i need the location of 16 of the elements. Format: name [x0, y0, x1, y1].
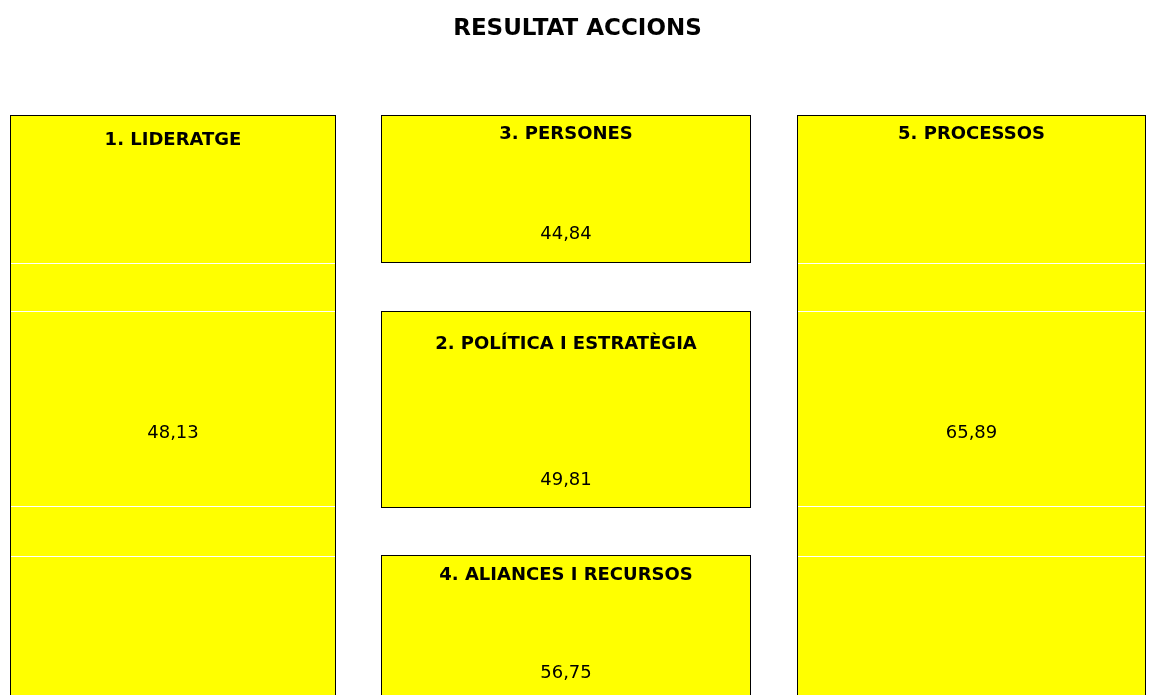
category-heading: 1. LIDERATGE — [103, 128, 243, 150]
score-value: 49,81 — [539, 468, 593, 489]
title: RESULTAT ACCIONS — [452, 14, 703, 40]
score-value: 44,84 — [539, 222, 593, 243]
category-box — [381, 115, 751, 263]
category-heading: 5. PROCESSOS — [897, 122, 1046, 144]
category-box — [381, 311, 751, 508]
category-box — [797, 115, 1146, 695]
score-value: 48,13 — [146, 421, 200, 442]
score-value: 65,89 — [944, 421, 999, 442]
category-box — [10, 115, 336, 695]
score-value: 56,75 — [539, 661, 593, 682]
category-heading: 3. PERSONES — [498, 122, 634, 144]
category-box — [381, 555, 751, 695]
category-heading: 2. POLÍTICA I ESTRATÈGIA — [434, 331, 698, 355]
category-heading: 4. ALIANCES I RECURSOS — [438, 563, 694, 585]
